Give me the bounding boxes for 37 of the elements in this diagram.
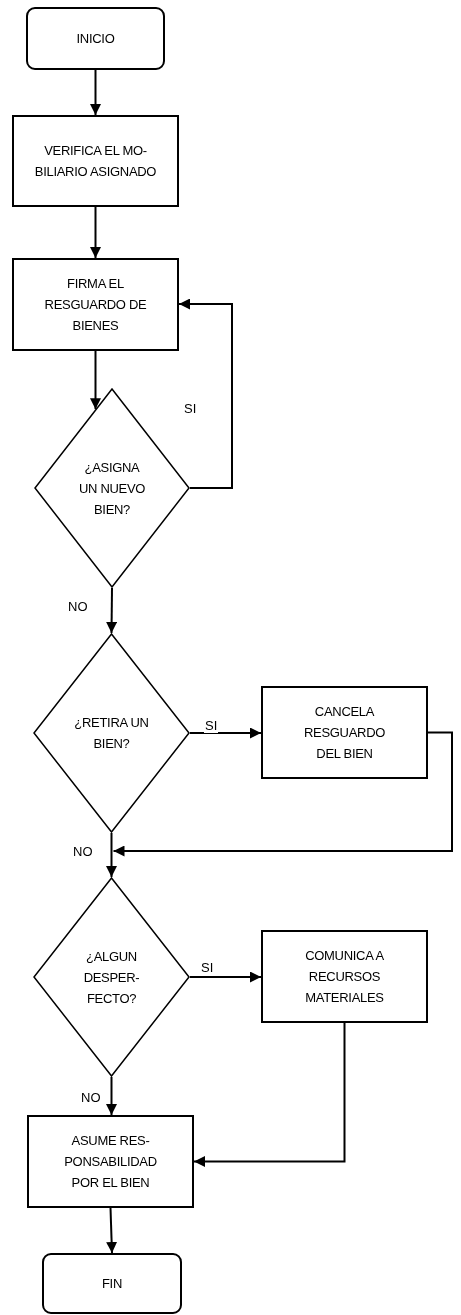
arrow xyxy=(90,206,101,259)
arrow xyxy=(112,731,453,857)
node-label: INICIO xyxy=(76,30,115,48)
arrow xyxy=(90,69,101,116)
terminal-box xyxy=(42,1253,182,1314)
node-label: FIRMA EL RESGUARDO DE BIENES xyxy=(43,275,148,335)
arrow xyxy=(106,832,117,878)
node-label: ¿ASIGNA UN NUEVO BIEN? xyxy=(77,458,147,519)
arrow xyxy=(178,298,233,489)
edge-label: NO xyxy=(80,1091,102,1105)
node-label: VERIFICA EL MO- BILIARIO ASIGNADO xyxy=(34,142,157,181)
edge-label: NO xyxy=(67,600,89,614)
arrow xyxy=(106,587,118,634)
node-label: ASUME RES- PONSABILIDAD POR EL BIEN xyxy=(63,1132,158,1192)
edge-label: SI xyxy=(200,961,215,975)
process-box xyxy=(12,258,179,351)
arrow xyxy=(106,1076,117,1116)
edge-label: NO xyxy=(72,845,94,859)
node-label: ¿RETIRA UN BIEN? xyxy=(73,714,150,753)
edge-label: SI xyxy=(183,402,198,416)
process-box xyxy=(261,930,428,1023)
node-label: FIN xyxy=(101,1275,122,1293)
arrow xyxy=(106,1207,118,1254)
terminal-box xyxy=(26,7,165,70)
node-label: CANCELA RESGUARDO DEL BIEN xyxy=(302,703,387,763)
arrow xyxy=(189,727,262,739)
arrow xyxy=(189,971,262,983)
edge-label: SI xyxy=(204,719,219,733)
process-box xyxy=(12,115,179,207)
arrow xyxy=(193,1022,346,1167)
decision-diamond xyxy=(33,633,190,833)
process-box xyxy=(27,1115,194,1208)
process-box xyxy=(261,686,428,779)
node-label: ¿ALGUN DESPER- FECTO? xyxy=(82,947,141,1008)
node-label: COMUNICA A RECURSOS MATERIALES xyxy=(304,947,385,1007)
decision-diamond xyxy=(33,877,190,1077)
arrow xyxy=(90,350,101,411)
